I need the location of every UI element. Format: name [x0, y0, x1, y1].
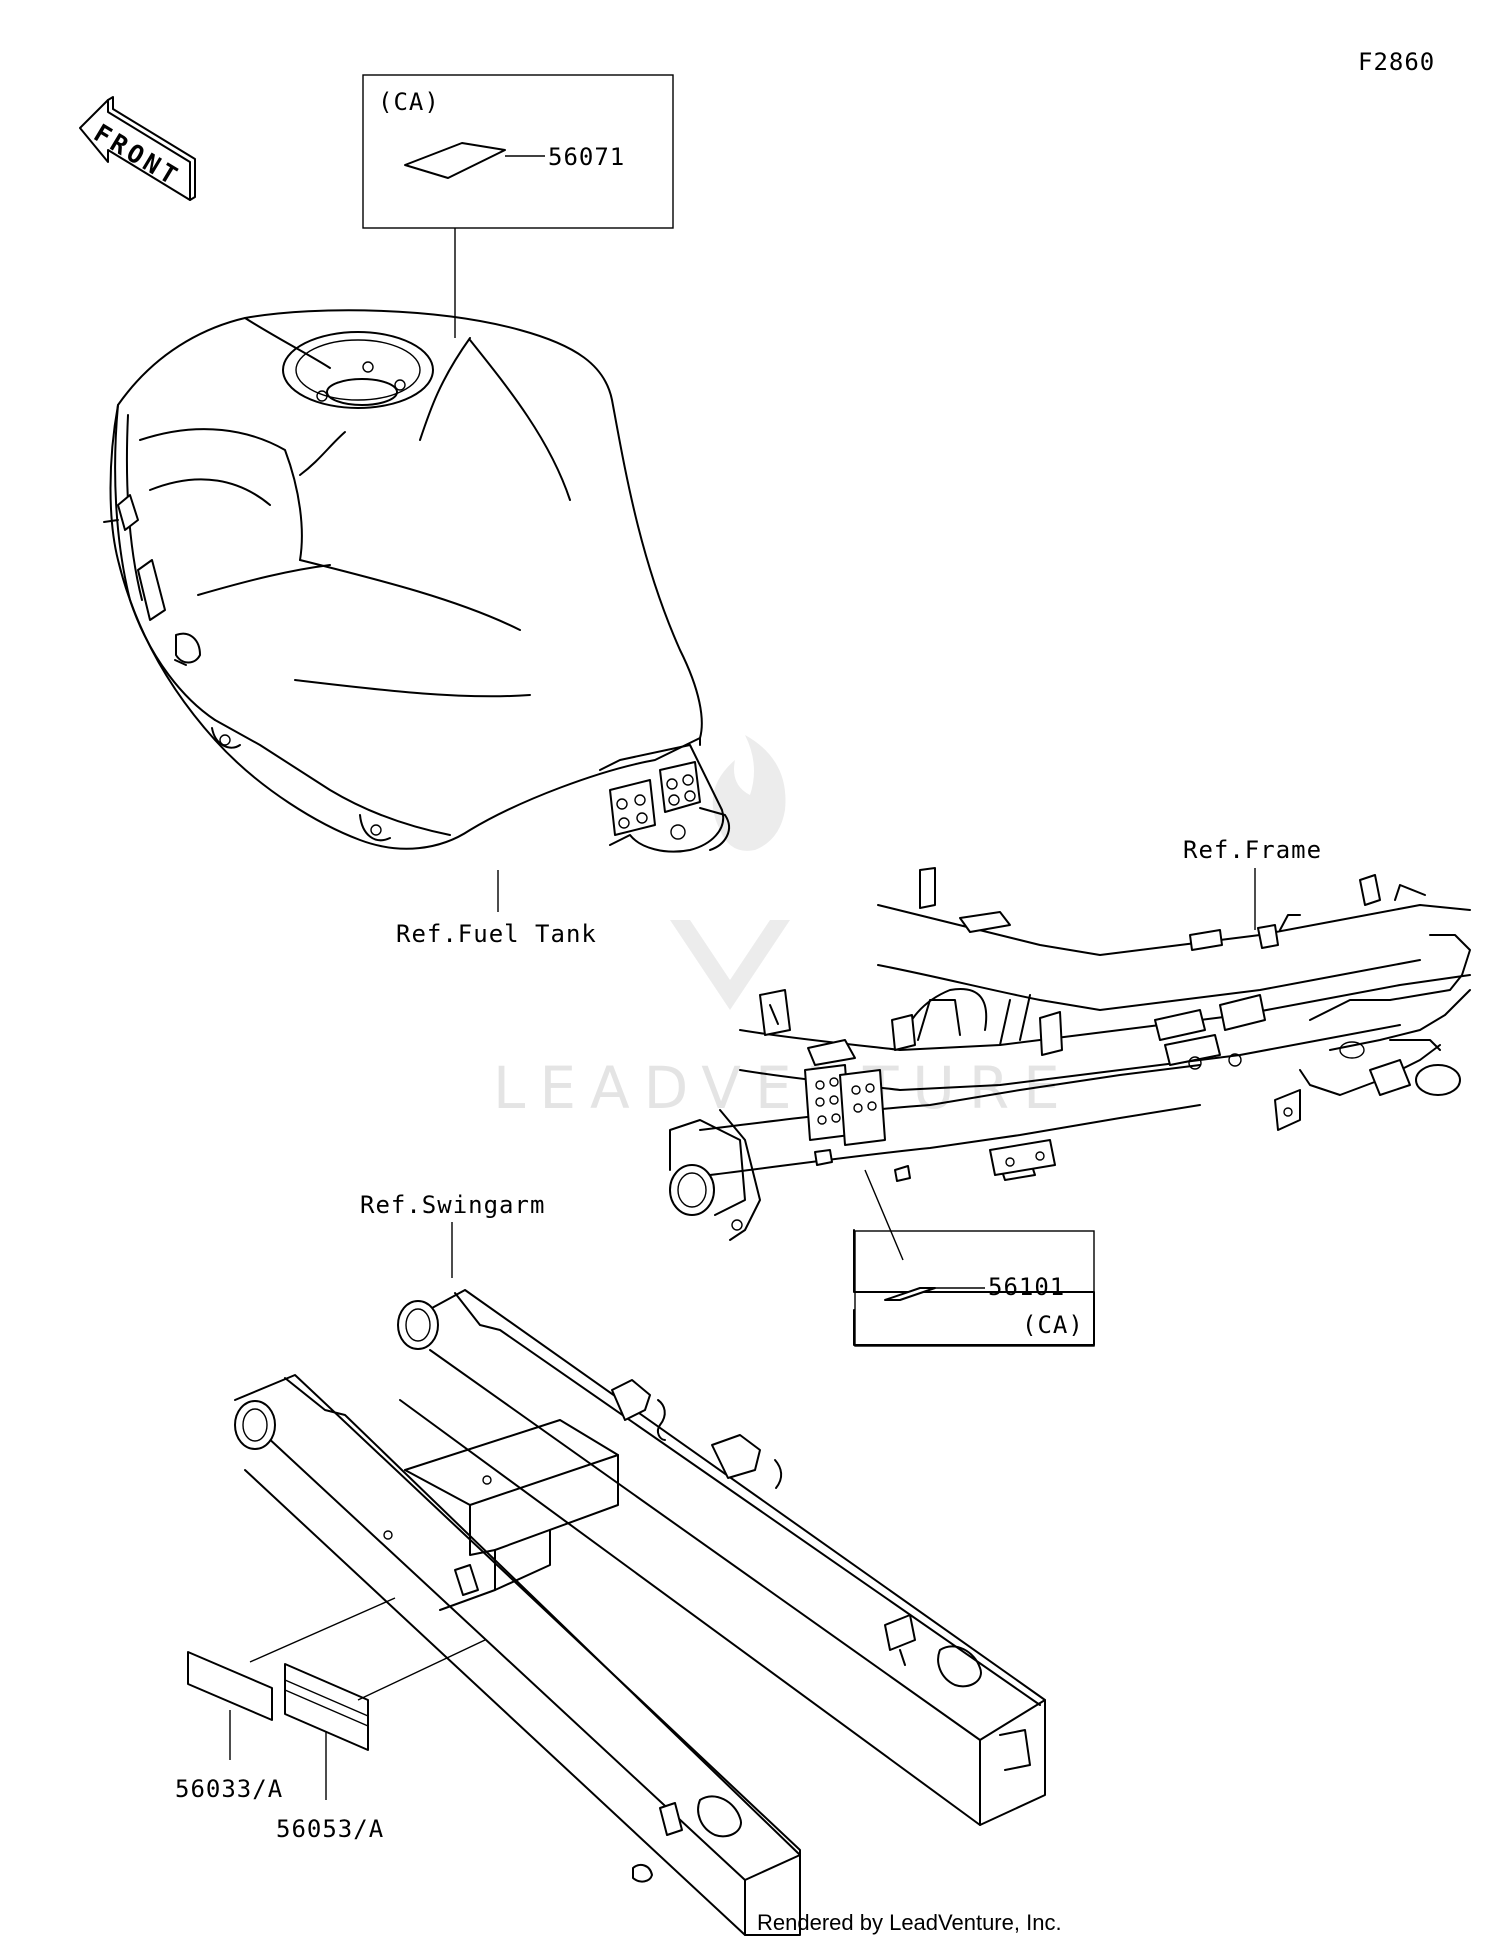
footer-credit: Rendered by LeadVenture, Inc.: [757, 1910, 1062, 1935]
frame-label-sticker-icon: [884, 1287, 936, 1301]
swingarm-label-b-callout: 56053/A: [276, 1639, 486, 1843]
watermark: LEADVENTURE: [493, 735, 1074, 1122]
front-arrow-icon: FRONT: [79, 96, 196, 201]
tank-label-callout: (CA) 56071: [362, 74, 674, 338]
frame-label-part-number: 56101: [988, 1273, 1065, 1301]
frame-label-callout: 56101 (CA): [853, 1169, 1095, 1347]
swingarm-label-b-part-number: 56053/A: [276, 1815, 384, 1843]
swingarm-drawing: [234, 1289, 1046, 1936]
tank-label-part-number: 56071: [548, 143, 625, 171]
frame-drawing: [669, 867, 1471, 1241]
swingarm-label-a-sticker-icon: [187, 1651, 273, 1721]
frame-label-variant: (CA): [1022, 1311, 1084, 1339]
swingarm-label-a-part-number: 56033/A: [175, 1775, 283, 1803]
watermark-text: LEADVENTURE: [493, 1054, 1074, 1122]
tank-label-variant: (CA): [378, 88, 440, 116]
swingarm-label-b-sticker-icon: [284, 1663, 369, 1751]
fuel-tank-drawing: [103, 309, 730, 853]
ref-swingarm-label: Ref.Swingarm: [360, 1191, 545, 1219]
swingarm-label-a-callout: 56033/A: [175, 1597, 396, 1803]
ref-fuel-tank-label: Ref.Fuel Tank: [396, 920, 597, 948]
ref-frame-label: Ref.Frame: [1183, 836, 1322, 864]
figure-code: F2860: [1358, 48, 1435, 76]
tank-label-sticker-icon: [404, 142, 506, 179]
